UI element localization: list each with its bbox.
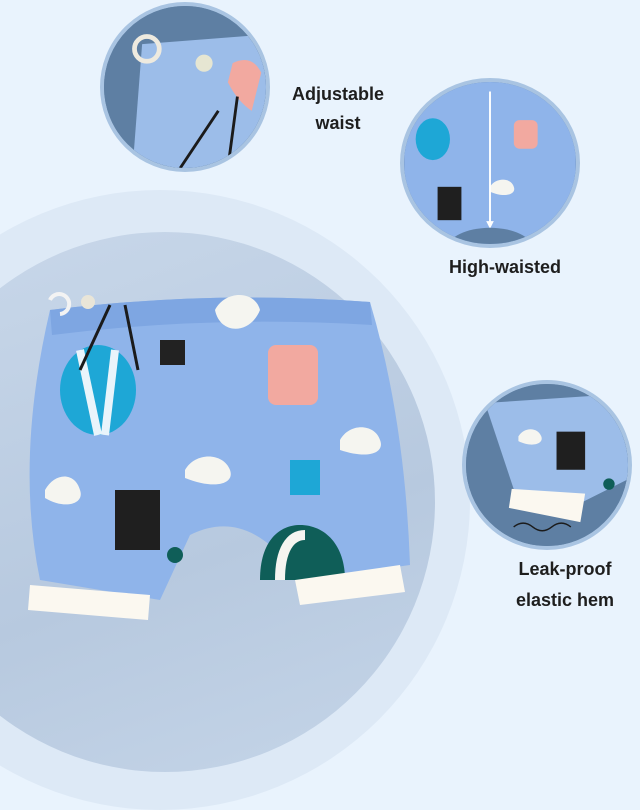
label-leak-proof-hem: Leak-proof elastic hem: [490, 554, 640, 616]
label-line: Adjustable: [291, 84, 384, 104]
label-adjustable-waist: Adjustable waist: [278, 80, 398, 138]
label-line: waist: [315, 113, 361, 133]
label-line: elastic hem: [515, 590, 615, 610]
label-line: Leak-proof: [518, 559, 612, 579]
detail-adjustable-waist-image: [100, 2, 270, 172]
label-line: High-waisted: [448, 257, 561, 277]
wave-arrow-icon: [513, 522, 572, 532]
label-high-waisted: High-waisted: [420, 253, 590, 282]
detail-high-waisted-image: [400, 78, 580, 248]
product-shorts-image: [28, 292, 410, 620]
detail-elastic-hem-image: [462, 380, 632, 550]
